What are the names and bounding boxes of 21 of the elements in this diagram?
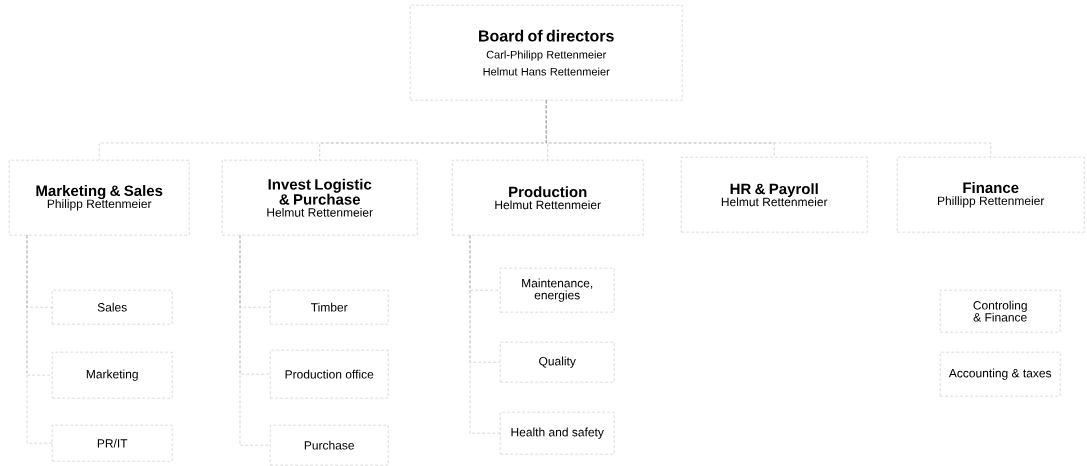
department-box: Finance Phillipp Rettenmeier [897,157,1085,233]
unit-box: Sales [52,290,173,325]
unit-box: PR/IT [52,425,173,462]
department-box: HR & Payroll Helmut Rettenmeier [681,157,868,233]
unit-box: Marketing [52,352,173,399]
connector-line [239,235,271,446]
unit-box: Accounting & taxes [940,352,1061,397]
department-box: Invest Logistic & Purchase Helmut Rettenmeier [222,160,418,236]
connector-line [469,235,501,434]
board-box: Board of directors Carl-Philipp Rettenmeier Helmut Hans Rettenmeier [410,5,683,101]
unit-box: Health and safety [500,412,615,455]
unit-box: Production office [270,350,389,399]
unit-box: Purchase [270,425,389,466]
connector-line [546,100,991,158]
unit-box: Quality [500,342,615,383]
unit-box: Controling & Finance [940,290,1061,333]
connector-line [26,235,53,444]
department-box: Marketing & Sales Philipp Rettenmeier [9,160,190,236]
department-box: Production Helmut Rettenmeier [452,160,644,236]
unit-box: Maintenance, energies [500,268,615,313]
unit-box: Timber [270,290,389,325]
